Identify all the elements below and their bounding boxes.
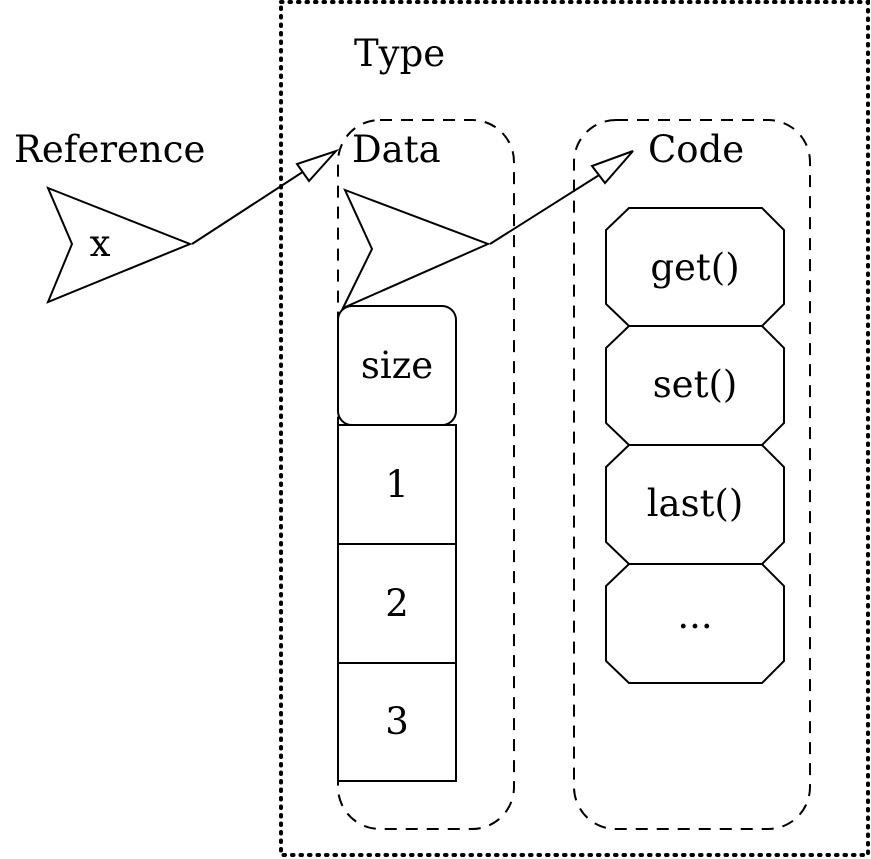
data-item-cell <box>337 662 457 782</box>
reference-to-data-arrowhead <box>295 148 340 183</box>
type-label: Type <box>354 32 445 75</box>
data-item-cell <box>337 543 457 664</box>
data-to-code-arrow <box>489 164 616 245</box>
data-size-label: size <box>361 344 433 387</box>
data-item-label: 3 <box>385 700 409 743</box>
code-container <box>573 119 811 830</box>
data-container <box>337 119 515 830</box>
data-pointer <box>340 188 491 311</box>
code-method-cell <box>605 563 785 684</box>
data-to-code-arrowhead <box>590 150 634 185</box>
code-method-label: ... <box>677 594 712 637</box>
data-label: Data <box>352 128 441 171</box>
data-item-label: 2 <box>385 582 409 625</box>
code-method-label: last() <box>647 482 744 525</box>
type-boundary <box>279 0 870 857</box>
reference-to-data-arrow <box>191 161 319 245</box>
data-item-label: 1 <box>385 463 409 506</box>
code-label: Code <box>648 128 744 171</box>
reference-variable: x <box>90 222 111 265</box>
code-method-label: set() <box>653 363 738 406</box>
reference-pointer <box>46 186 193 304</box>
data-item-cell <box>337 424 457 545</box>
reference-label: Reference <box>14 128 205 171</box>
code-method-label: get() <box>650 246 739 289</box>
